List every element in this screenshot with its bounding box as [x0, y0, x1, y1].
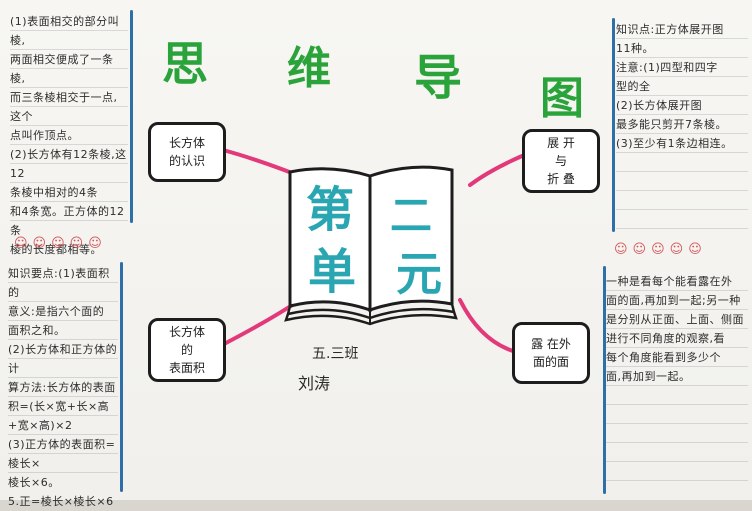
book-char-1: 第: [306, 182, 355, 238]
right-divider-line-2: [603, 266, 606, 494]
class-label: 五.三班: [312, 346, 359, 362]
title-char-2: 维: [287, 43, 331, 94]
smiley-row-left: ☺☺☺☺☺: [14, 236, 107, 251]
node-top-right: 展 开 与 折 叠: [522, 129, 600, 193]
note-bottom-right: 一种是看每个能看露在外 面的面,再加到一起;另一种 是分别从正面、上面、侧面 进…: [606, 272, 748, 482]
book-char-2: 单: [308, 244, 357, 300]
note-bottom-left: 知识要点:(1)表面积的 意义:是指六个面的 面积之和。 (2)长方体和正方体的…: [8, 264, 118, 508]
student-name: 刘涛: [298, 374, 331, 393]
title-char-1: 思: [162, 37, 208, 91]
right-divider-line: [612, 18, 615, 232]
book-char-3: 二: [390, 191, 433, 240]
node-top-left: 长方体 的认识: [148, 122, 226, 182]
left-divider-line-2: [120, 262, 123, 492]
book-drawing: [284, 165, 458, 326]
left-divider-line: [130, 10, 133, 223]
title-char-3: 导: [414, 50, 463, 106]
node-bottom-left: 长方体 的 表面积: [148, 318, 226, 382]
title-char-4: 图: [540, 73, 584, 124]
note-top-left: (1)表面相交的部分叫棱, 两面相交便成了一条棱, 而三条棱相交于一点,这个 点…: [10, 12, 128, 256]
node-bottom-right: 露 在外 面的面: [512, 322, 590, 384]
smiley-row-right: ☺☺☺☺☺: [614, 242, 707, 257]
note-top-right: 知识点:正方体展开图 11种。 注意:(1)四型和四字 型的全 (2)长方体展开…: [616, 20, 748, 230]
book-char-4: 元: [396, 247, 442, 301]
